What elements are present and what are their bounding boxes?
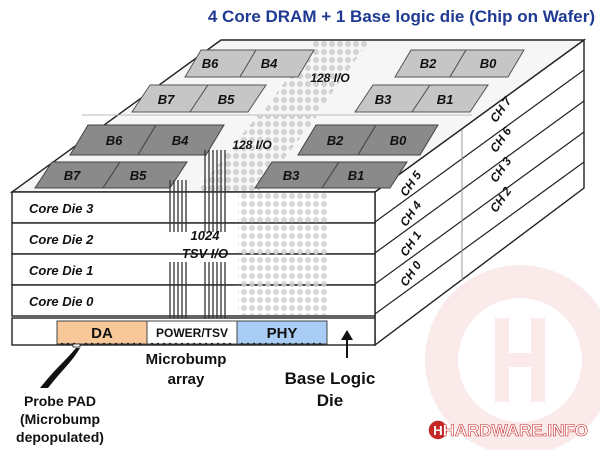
bank-top-b5 [189, 84, 267, 113]
bank-label: B1 [437, 92, 454, 107]
bank-label: B1 [348, 168, 365, 183]
watermark-logo [425, 265, 600, 450]
phy-label: PHY [267, 325, 298, 342]
microbump-dots [60, 342, 322, 346]
power-tsv-label: POWER/TSV [156, 326, 228, 340]
second-layer-banks [34, 124, 439, 189]
top-layer-banks [131, 49, 525, 113]
top-layer-labels: B6 B4 B2 B0 B7 B5 B3 B1 [158, 56, 497, 107]
core-die-label: Core Die 3 [29, 201, 94, 216]
bank-label: B5 [130, 168, 147, 183]
tsv-count: 1024 [191, 228, 221, 243]
core-die-label: Core Die 2 [29, 232, 94, 247]
io-strip-top [263, 40, 370, 112]
bank-label: B2 [327, 133, 344, 148]
bank-second-b1 [321, 161, 408, 189]
base-logic-annotation: Base Logic Die [285, 330, 376, 410]
bank-label: B5 [218, 92, 235, 107]
core-die-labels: Core Die 3 Core Die 2 Core Die 1 Core Di… [29, 201, 94, 309]
probe-pad-text: depopulated) [16, 429, 104, 445]
bank-label: B6 [202, 56, 219, 71]
bank-second-b4 [137, 124, 225, 156]
microbump-text: array [168, 371, 205, 388]
brand-h-letter: H [433, 423, 442, 438]
tsv-io-text: TSV I/O [182, 246, 228, 261]
bank-label: B3 [283, 168, 300, 183]
brand-text: HARDWARE.INFO [443, 421, 588, 440]
bank-label: B4 [261, 56, 278, 71]
base-die-labels: DA POWER/TSV PHY [91, 325, 297, 342]
bank-label: B4 [172, 133, 189, 148]
tsv-label: 1024 TSV I/O [182, 228, 228, 261]
probe-pad-text: Probe PAD [24, 393, 96, 409]
bank-top-b0 [449, 49, 525, 78]
io-strip-second [196, 115, 318, 192]
microbump-annotation: Microbump array [146, 351, 227, 388]
base-logic-text: Base Logic [285, 369, 376, 388]
bank-label: B0 [390, 133, 407, 148]
side-face-lines [374, 69, 585, 315]
tsv-bundle-right [204, 150, 226, 318]
bank-top-b1 [411, 84, 489, 113]
bank-label: B6 [106, 133, 123, 148]
bank-second-b5 [102, 161, 188, 189]
phy-block[interactable] [236, 320, 328, 345]
tsv-bundle-left [169, 180, 187, 318]
da-label: DA [91, 325, 113, 342]
core-die-label: Core Die 1 [29, 263, 93, 278]
brand-h-icon [427, 419, 449, 441]
bank-label: B7 [158, 92, 175, 107]
io-label-top: 128 I/O [310, 71, 350, 85]
bank-label: B0 [480, 56, 497, 71]
io-label-second: 128 I/O [232, 138, 272, 152]
bank-label: B7 [64, 168, 81, 183]
probe-pad-marker [72, 343, 81, 348]
core-die-label: Core Die 0 [29, 294, 94, 309]
bank-label: B2 [420, 56, 437, 71]
tsv-region [238, 193, 328, 315]
bank-top-b4 [239, 49, 315, 78]
microbump-text: Microbump [146, 351, 227, 368]
second-layer-labels: B6 B4 B2 B0 B7 B5 B3 B1 [64, 133, 407, 183]
base-logic-text: Die [317, 391, 343, 410]
probe-pad-annotation: Probe PAD (Microbump depopulated) [16, 343, 104, 445]
probe-pad-text: (Microbump [20, 411, 100, 427]
diagram-title: 4 Core DRAM + 1 Base logic die (Chip on … [208, 7, 595, 26]
bank-label: B3 [375, 92, 392, 107]
watermark-brand: H HARDWARE.INFO [427, 419, 588, 441]
bank-second-b0 [357, 124, 439, 156]
